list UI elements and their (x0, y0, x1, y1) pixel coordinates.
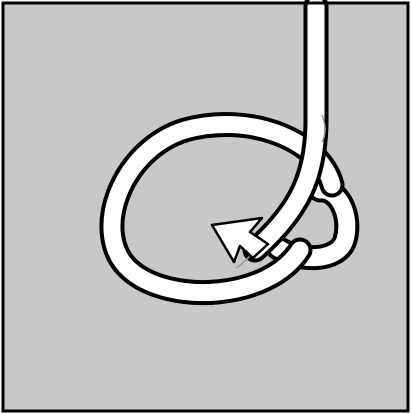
knot-diagram (0, 0, 411, 414)
